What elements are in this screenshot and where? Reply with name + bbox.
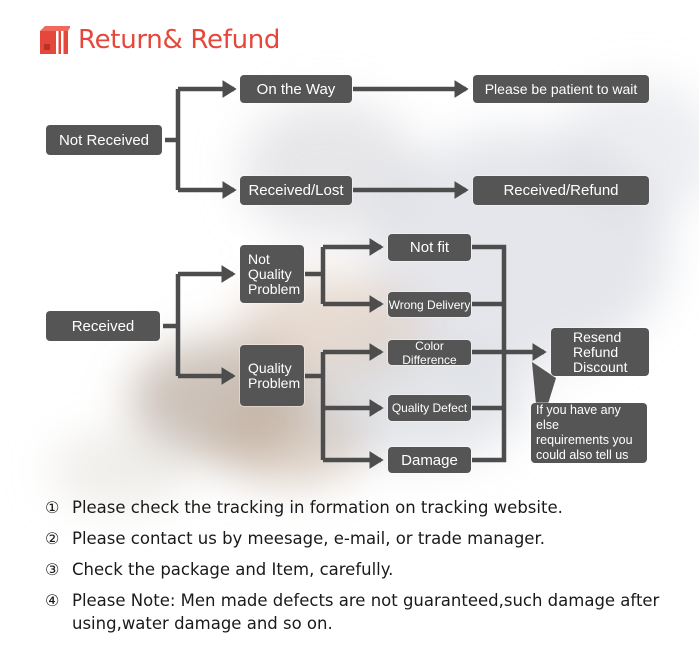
note-item: ④ Please Note: Men made defects are not … (45, 589, 685, 635)
note-text: Please check the tracking in formation o… (72, 498, 563, 517)
received-refund-box: Received/Refund (473, 176, 649, 205)
not-quality-line-2: Quality (248, 265, 292, 282)
page-header: Return& Refund (38, 24, 280, 56)
damage-box: Damage (388, 447, 471, 473)
received-box: Received (46, 311, 160, 341)
connector-merge-rows (472, 301, 504, 411)
quality-line-1: Quality (248, 359, 292, 376)
requirements-line-1: If you have any else (536, 403, 621, 432)
requirements-note-box: If you have any else requirements you co… (531, 403, 647, 463)
note-number: ① (45, 498, 60, 517)
box-icon (40, 26, 70, 54)
quality-problem-box: Quality Problem (240, 345, 304, 406)
note-text: Check the package and Item, carefully. (72, 560, 394, 579)
note-text: Please contact us by meesage, e-mail, or… (72, 529, 545, 548)
quality-line-2: Problem (248, 374, 301, 391)
connector-quality (305, 352, 326, 460)
outcome-box: Resend Refund Discount (551, 328, 649, 376)
note-item: ① Please check the tracking in formation… (45, 496, 685, 519)
connector-not-quality (305, 247, 326, 304)
wrong-delivery-box: Wrong Delivery (388, 292, 471, 317)
not-quality-problem-box: Not Quality Problem (240, 245, 304, 303)
requirements-line-3: could also tell us (536, 448, 629, 462)
not-quality-line-1: Not (248, 250, 270, 267)
note-number: ④ (45, 591, 60, 610)
not-fit-box: Not fit (388, 234, 471, 261)
connector-not-received (165, 89, 181, 190)
note-item: ② Please contact us by meesage, e-mail, … (45, 527, 685, 550)
note-number: ③ (45, 560, 60, 579)
quality-defect-box: Quality Defect (388, 395, 471, 421)
note-text: Please Note: Men made defects are not gu… (72, 591, 660, 633)
connector-received (163, 274, 181, 376)
note-number: ② (45, 529, 60, 548)
outcome-resend: Resend (573, 328, 622, 345)
notes-list: ① Please check the tracking in formation… (45, 496, 685, 643)
note-item: ③ Check the package and Item, carefully. (45, 558, 685, 581)
note-pointer (532, 362, 556, 404)
on-the-way-box: On the Way (240, 75, 352, 103)
page-title: Return& Refund (78, 25, 281, 55)
outcome-discount: Discount (573, 358, 628, 375)
received-lost-box: Received/Lost (240, 176, 352, 205)
color-difference-box: Color Difference (388, 339, 471, 367)
please-wait-box: Please be patient to wait (473, 75, 649, 103)
requirements-line-2: requirements you (536, 433, 633, 447)
not-quality-line-3: Problem (248, 280, 301, 297)
not-received-box: Not Received (46, 125, 162, 155)
outcome-refund: Refund (573, 343, 619, 360)
